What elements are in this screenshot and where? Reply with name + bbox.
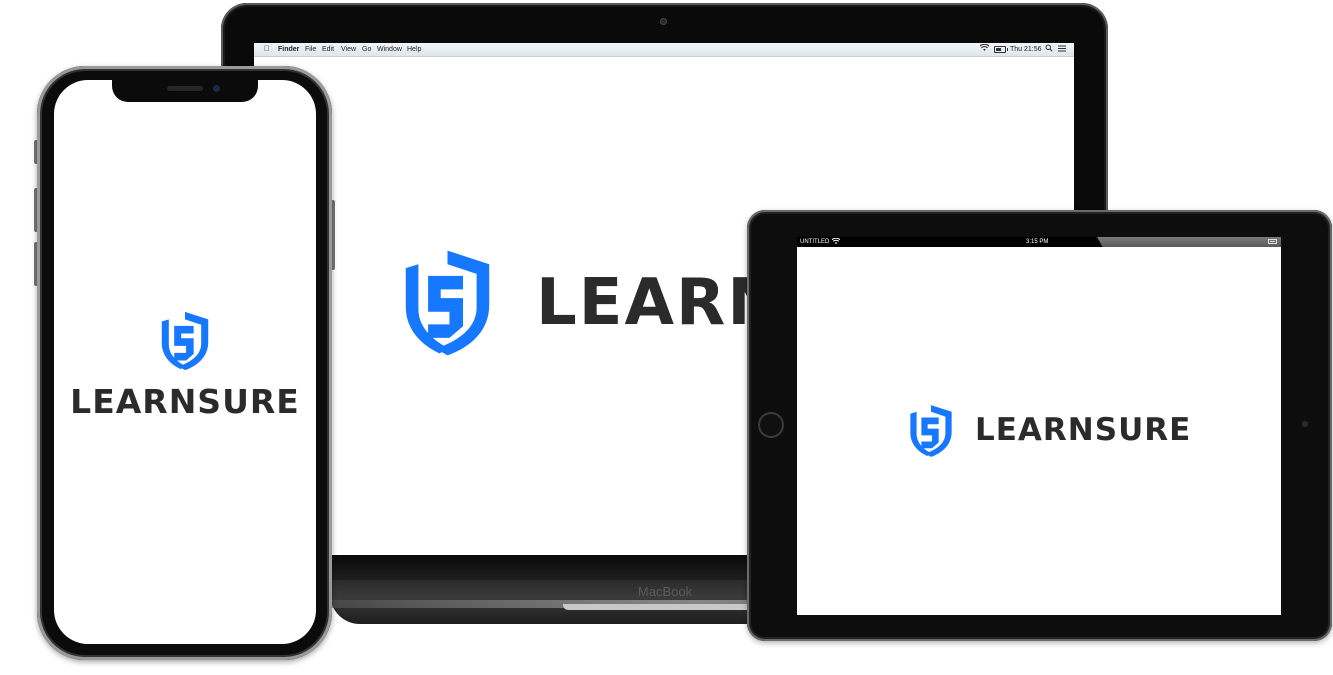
spotlight-search-icon[interactable]: [1045, 44, 1053, 55]
wifi-icon: [831, 237, 841, 248]
phone-volume-down-button[interactable]: [34, 242, 38, 286]
shield-s-logo-icon: [161, 311, 209, 371]
ipad-status-bar: UNTITLED 3:15 PM: [797, 237, 1281, 247]
phone-notch: [112, 80, 258, 102]
status-bar-highlight: [1097, 237, 1281, 247]
menu-window[interactable]: Window: [377, 46, 402, 53]
battery-icon: [1268, 239, 1277, 244]
wifi-icon[interactable]: [979, 43, 990, 55]
phone-side-button[interactable]: [331, 200, 335, 270]
shield-s-logo-icon: [910, 405, 952, 457]
menubar-clock[interactable]: Thu 21:56: [1010, 46, 1042, 53]
menu-edit[interactable]: Edit: [322, 46, 335, 53]
laptop-brand-label: MacBook: [637, 584, 693, 599]
laptop-camera: [660, 18, 667, 25]
menu-view[interactable]: View: [341, 46, 357, 53]
menu-file[interactable]: File: [305, 46, 317, 53]
shield-s-logo-icon: [405, 250, 490, 356]
phone-mute-switch[interactable]: [34, 140, 38, 164]
menu-go[interactable]: Go: [362, 46, 372, 53]
apple-icon[interactable]: : [264, 44, 270, 53]
tablet-wordmark: LEARNSURE: [975, 412, 1192, 448]
status-time: 3:15 PM: [1026, 239, 1049, 245]
phone-front-camera: [213, 85, 220, 92]
phone-wordmark: LEARNSURE: [70, 382, 300, 421]
carrier-label: UNTITLED: [800, 239, 830, 245]
mac-menu-bar:  Finder File Edit View Go Window Help T…: [254, 43, 1074, 57]
laptop-opening-notch: [563, 604, 753, 610]
notification-center-icon[interactable]: [1058, 45, 1066, 55]
phone-screen: LEARNSURE: [54, 80, 316, 644]
menu-finder[interactable]: Finder: [278, 46, 300, 53]
phone-speaker: [167, 86, 203, 91]
tablet-screen: UNTITLED 3:15 PM LEARNSURE: [797, 237, 1281, 615]
phone-volume-up-button[interactable]: [34, 188, 38, 232]
battery-icon[interactable]: [994, 46, 1008, 53]
tablet-camera: [1302, 421, 1308, 427]
menu-help[interactable]: Help: [407, 46, 422, 53]
tablet-home-button[interactable]: [758, 412, 784, 438]
